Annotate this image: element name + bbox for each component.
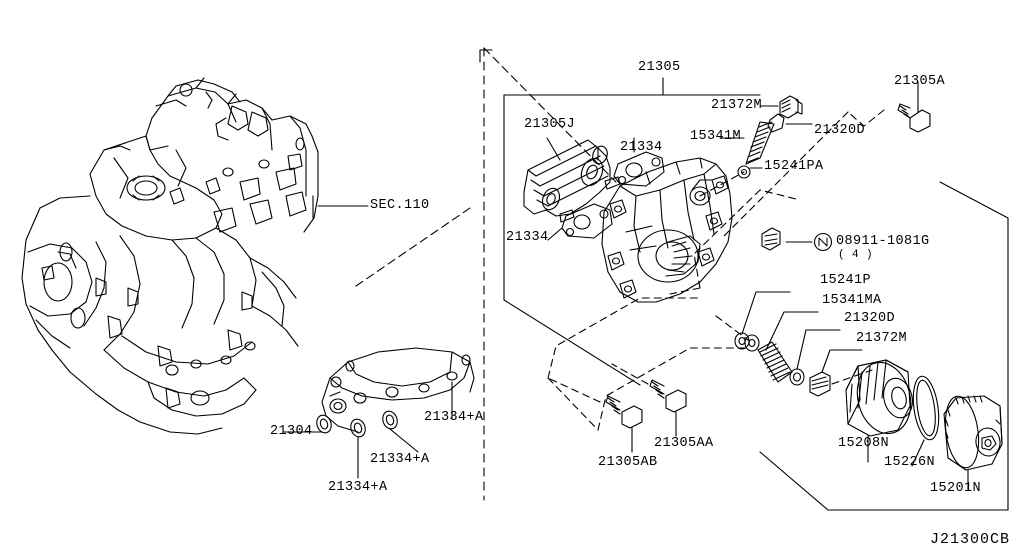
label-15241pa: 15241PA bbox=[764, 159, 824, 174]
nut-08911 bbox=[761, 227, 833, 252]
oil-cooler-housing bbox=[601, 157, 733, 303]
leader-21334-lower bbox=[547, 227, 563, 241]
label-21372m-lower: 21372M bbox=[856, 331, 908, 346]
label-21305ab: 21305AB bbox=[598, 455, 658, 470]
label-21305: 21305 bbox=[638, 60, 681, 75]
seal-ring-group bbox=[316, 410, 398, 438]
label-21372m-upper: 21372M bbox=[711, 98, 763, 113]
label-15226n: 15226N bbox=[884, 455, 936, 470]
drawing-number: J21300CB bbox=[929, 531, 1010, 548]
label-21305a: 21305A bbox=[894, 74, 946, 89]
oil-cooler-core bbox=[523, 139, 621, 223]
relief-valve-upper bbox=[737, 95, 803, 179]
relief-valve-lower bbox=[734, 332, 831, 397]
label-21334a-mid: 21334+A bbox=[370, 452, 430, 467]
gasket-leaders bbox=[283, 381, 453, 479]
o-ring bbox=[912, 375, 940, 441]
label-21304: 21304 bbox=[270, 424, 313, 439]
label-21334-upper: 21334 bbox=[620, 140, 663, 155]
label-08911-1081g: 08911-1081G bbox=[836, 234, 930, 249]
assembly-outline-lower bbox=[759, 181, 1009, 511]
oil-pan-gasket bbox=[321, 347, 475, 433]
leader-21305J bbox=[546, 137, 561, 161]
sec-110-leader bbox=[312, 195, 369, 219]
bolt-21305ab bbox=[605, 395, 643, 429]
bolt-21305aa bbox=[649, 379, 687, 413]
label-21320d-upper: 21320D bbox=[814, 123, 866, 138]
engine-illustration bbox=[21, 77, 319, 435]
upper-stack-leaders bbox=[719, 105, 813, 169]
label-sec-110: SEC.110 bbox=[370, 198, 430, 213]
label-21334a-left: 21334+A bbox=[328, 480, 388, 495]
label-21334-lower: 21334 bbox=[506, 230, 549, 245]
filter-element bbox=[845, 359, 913, 437]
label-nut-quantity: ( 4 ) bbox=[838, 249, 874, 261]
label-15241p: 15241P bbox=[820, 273, 872, 288]
leader-15226n bbox=[911, 439, 925, 467]
label-21320d-lower: 21320D bbox=[844, 311, 896, 326]
label-21334a-right: 21334+A bbox=[424, 410, 484, 425]
label-15341ma: 15341MA bbox=[822, 293, 882, 308]
filter-housing bbox=[943, 395, 1003, 471]
label-15208n: 15208N bbox=[838, 436, 890, 451]
assembly-outline-21305 bbox=[503, 94, 761, 386]
label-15201n: 15201N bbox=[930, 481, 982, 496]
label-21305j: 21305J bbox=[524, 117, 576, 132]
gasket-21334-lower bbox=[561, 203, 613, 239]
lower-stack-leaders bbox=[741, 291, 863, 373]
bolt-21305a bbox=[897, 103, 931, 133]
label-21305aa: 21305AA bbox=[654, 436, 714, 451]
gasket-21334-upper bbox=[613, 151, 665, 187]
label-15341m: 15341M bbox=[690, 129, 742, 144]
